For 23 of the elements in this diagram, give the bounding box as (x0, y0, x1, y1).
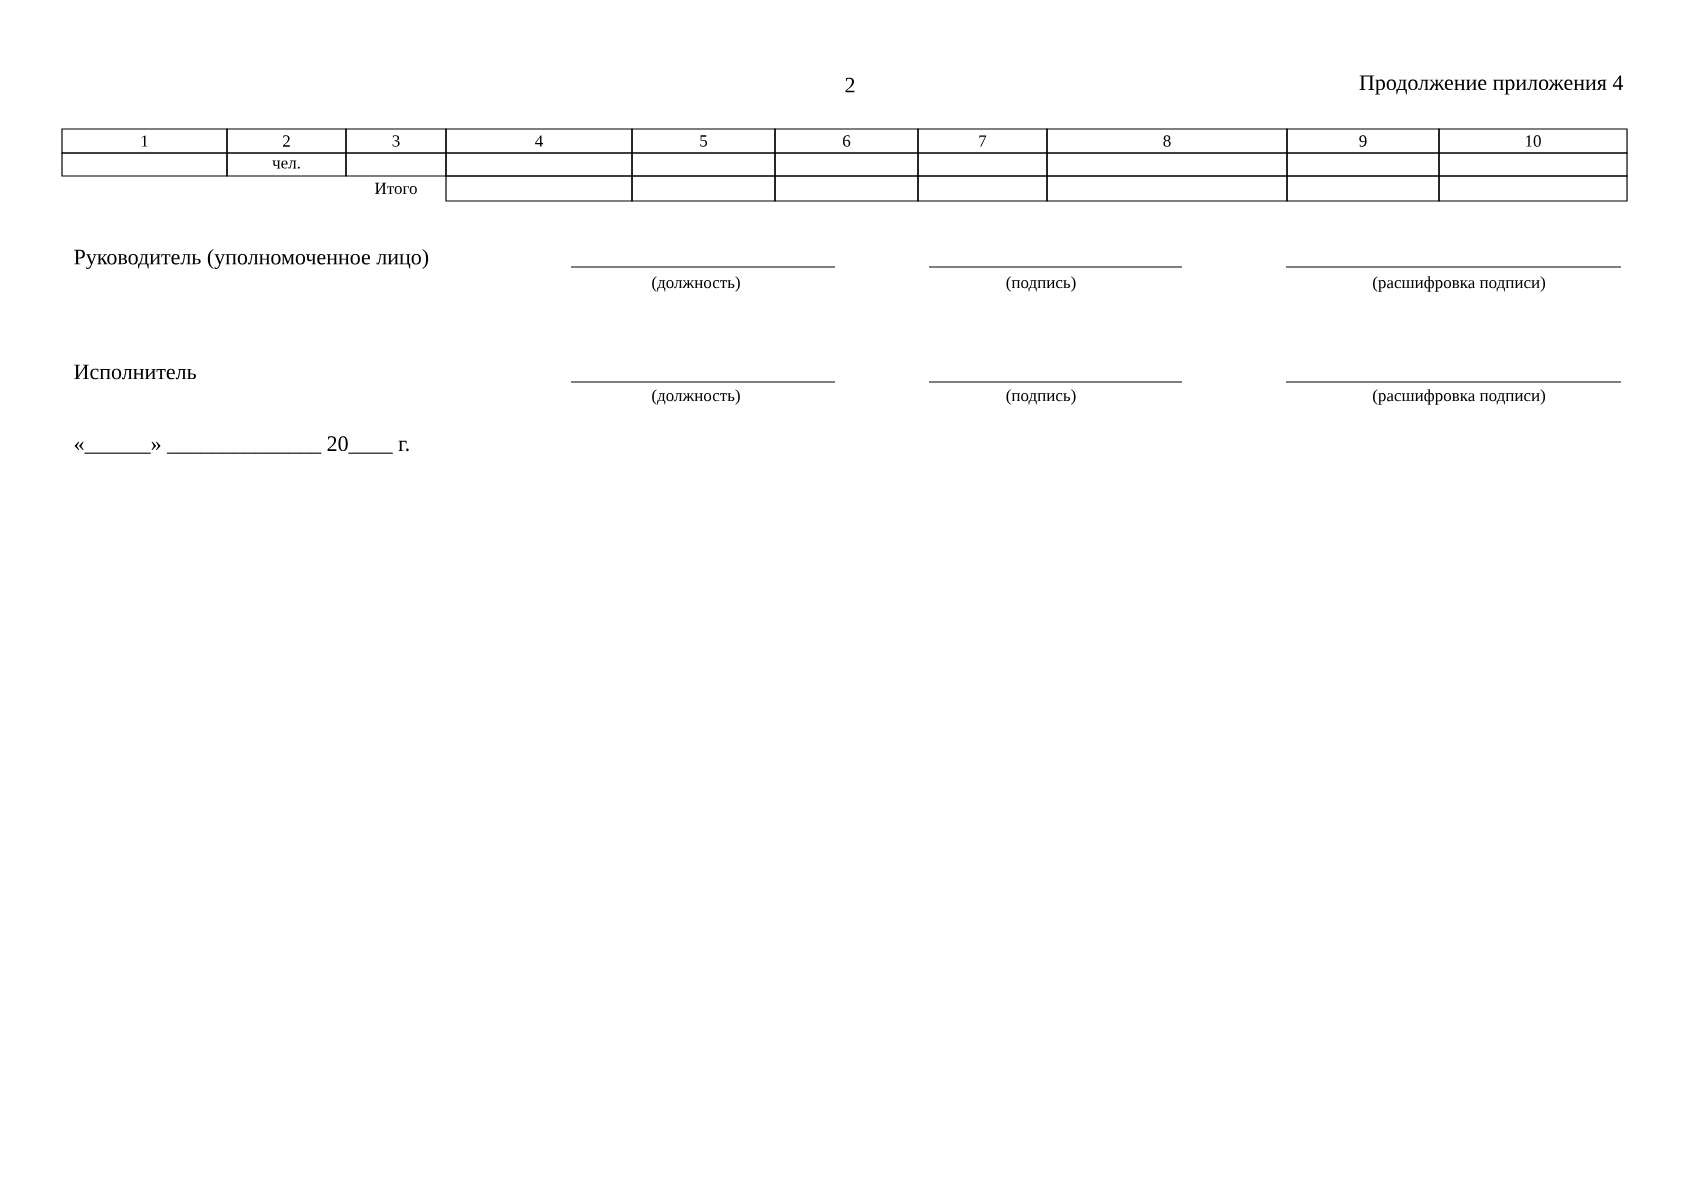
field-caption: (должность) (652, 276, 740, 292)
signatory-label: Руководитель (уполномоченное лицо) (74, 249, 429, 269)
date-line: «______» ______________ 20____ г. (74, 436, 409, 454)
table-cell: 7 (917, 128, 1048, 154)
total-label: Итого (375, 182, 417, 195)
table-cell: чел. (226, 152, 347, 177)
header-text: Продолжение приложения 4 (1359, 75, 1624, 95)
table-cell: 5 (631, 128, 776, 154)
table-cell: 8 (1046, 128, 1288, 154)
field-caption: (подпись) (1006, 276, 1076, 292)
table-cell: 9 (1286, 128, 1440, 154)
table-cell: 3 (345, 128, 447, 154)
field-caption: (расшифровка подписи) (1373, 276, 1546, 292)
table-cell: 6 (774, 128, 919, 154)
table-cell: 1 (61, 128, 228, 154)
table-cell: 2 (226, 128, 347, 154)
field-caption: (должность) (652, 389, 740, 405)
field-caption: (подпись) (1006, 389, 1076, 405)
page-number: 2 (845, 77, 855, 93)
table-cell: 10 (1438, 128, 1628, 154)
table-cell: 4 (445, 128, 633, 154)
field-caption: (расшифровка подписи) (1373, 389, 1546, 405)
signatory-label: Исполнитель (74, 364, 196, 380)
